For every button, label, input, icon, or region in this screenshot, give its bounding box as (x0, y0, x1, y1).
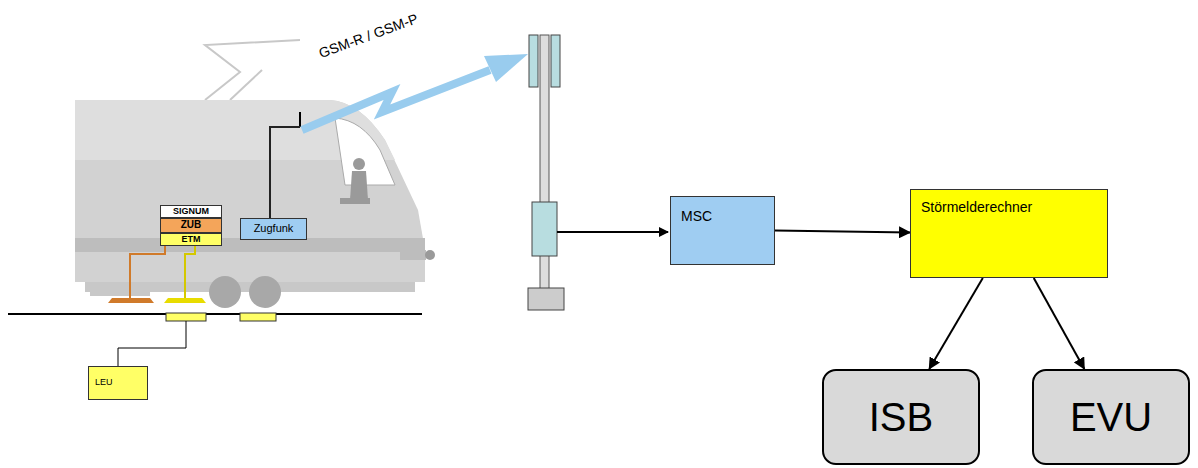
leu-box: LEU (88, 366, 148, 400)
node-text: Zugfunk (254, 223, 294, 235)
process-box: Störmelderechner (910, 189, 1108, 278)
node-text: Störmelderechner (921, 200, 1032, 215)
radio-tower (528, 35, 564, 310)
node-text: ISB (869, 396, 933, 438)
radio-link-head (484, 54, 528, 82)
balise (166, 313, 206, 321)
party-box: ISB (822, 369, 980, 465)
node-text: MSC (681, 209, 712, 224)
link-label: GSM-R / GSM-P (317, 10, 420, 61)
node-text: SIGNUM (173, 207, 209, 216)
node-text: EVU (1070, 396, 1152, 438)
process-box: MSC (670, 196, 775, 265)
system-box: ETM (160, 233, 222, 246)
locomotive (75, 100, 435, 308)
zub-antenna (108, 298, 154, 303)
leu-cable (118, 321, 186, 366)
radio-box: Zugfunk (240, 218, 307, 240)
connector-arrow (1034, 278, 1085, 369)
party-box: EVU (1032, 369, 1190, 465)
node-text: LEU (95, 378, 113, 387)
antenna-wire (270, 112, 300, 220)
tower-link (557, 231, 668, 233)
node-text: ETM (182, 235, 201, 244)
connector-arrow (929, 278, 983, 369)
system-box: SIGNUM (160, 205, 222, 218)
radio-link (302, 70, 490, 130)
balise (240, 313, 276, 321)
etm-antenna (164, 298, 206, 303)
zub-wire (130, 246, 165, 298)
node-text: ZUB (181, 220, 202, 231)
track (8, 313, 422, 315)
etm-wire (185, 246, 195, 298)
system-box: ZUB (160, 218, 222, 233)
connector-arrow (775, 231, 910, 233)
pantograph (205, 40, 300, 100)
